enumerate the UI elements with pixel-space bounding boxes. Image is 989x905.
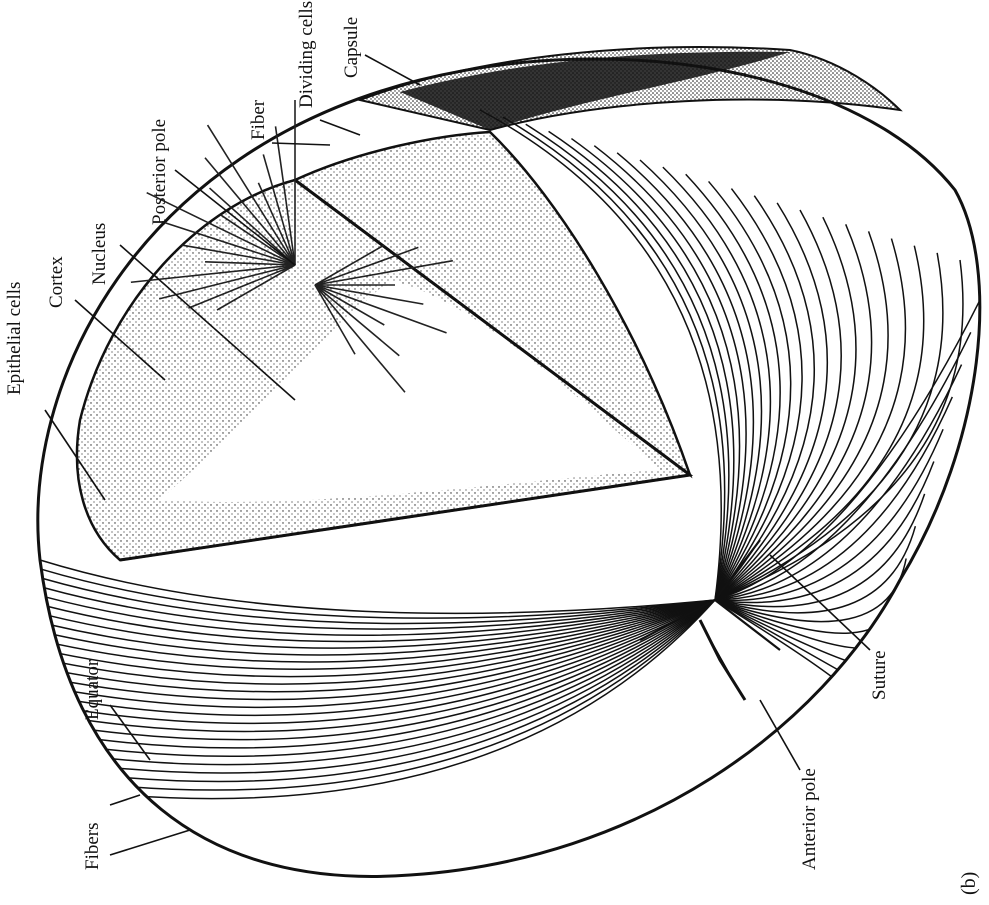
label-fibers: Fibers	[82, 823, 103, 871]
label-epithelial-cells: Epithelial cells	[4, 282, 25, 395]
label-equator: Equator	[82, 659, 103, 720]
label-posterior-pole: Posterior pole	[149, 119, 170, 225]
label-panel: (b)	[958, 872, 980, 895]
label-cortex: Cortex	[46, 256, 67, 308]
label-fiber: Fiber	[248, 99, 269, 140]
label-dividing-cells: Dividing cells	[296, 1, 317, 108]
label-anterior-pole: Anterior pole	[799, 768, 820, 870]
label-capsule: Capsule	[341, 17, 362, 78]
label-suture: Suture	[869, 650, 890, 700]
label-nucleus: Nucleus	[89, 223, 110, 285]
